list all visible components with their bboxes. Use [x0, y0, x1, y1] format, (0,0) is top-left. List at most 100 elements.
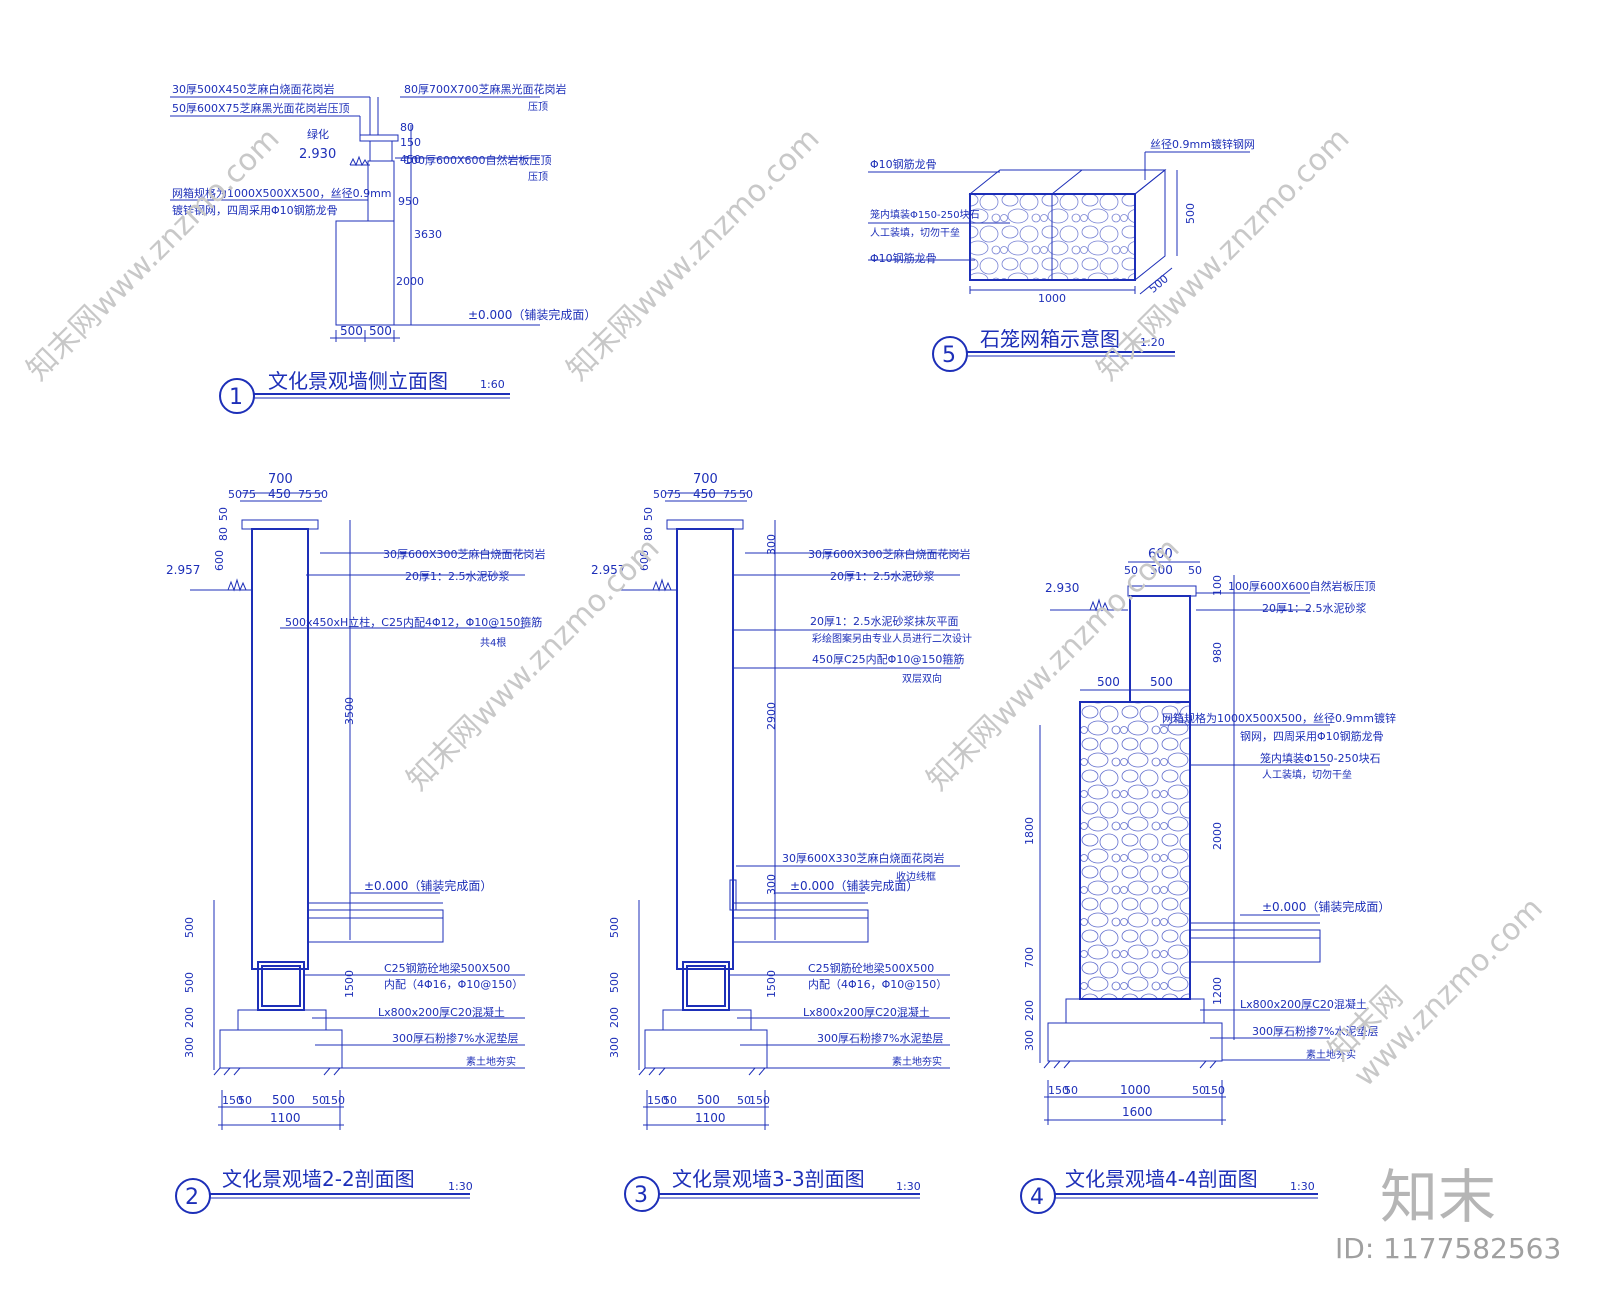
d2-top-dim-4: 75 — [298, 488, 312, 501]
d1-cap — [359, 134, 399, 142]
d4-top-dim-3: 50 — [1188, 564, 1202, 577]
d5-dim-height: 500 — [1184, 203, 1197, 224]
d4-note-6: Lx800x200厚C20混凝土 — [1240, 997, 1367, 1011]
watermark-id: ID: 1177582563 — [1335, 1232, 1562, 1265]
d3-dim-v0: 50 — [642, 507, 655, 521]
d2-note-3: 共4根 — [480, 636, 506, 649]
d5-dim-length: 1000 — [1038, 292, 1066, 305]
d1-level: 2.930 — [299, 147, 336, 162]
d2-dim-v0: 50 — [217, 507, 230, 521]
d1-scale: 1:60 — [480, 378, 505, 391]
d5-note-2: 笼内填装Φ150-250块石 — [870, 208, 980, 221]
d1-number: 1 — [229, 385, 243, 410]
d3-note-10: Lx800x200厚C20混凝土 — [803, 1005, 930, 1019]
d3-dim-h0: 150 — [647, 1094, 668, 1107]
d1-title: 文化景观墙侧立面图 — [268, 369, 448, 393]
d3-note-1: 20厚1：2.5水泥砂浆 — [830, 569, 935, 583]
d5-note-1: Φ10钢筋龙骨 — [870, 157, 937, 171]
d2-top-dim-3: 450 — [268, 487, 291, 501]
d4-note-3: 钢网，四周采用Φ10钢筋龙骨 — [1240, 729, 1384, 743]
d1-dim-h0: 500 — [340, 324, 363, 338]
d2-zero: ±0.000（铺装完成面） — [364, 878, 492, 893]
d2-note-1: 20厚1：2.5水泥砂浆 — [405, 569, 510, 583]
d3-dim-h1: 50 — [663, 1094, 677, 1107]
d3-dim-v10: 300 — [608, 1037, 621, 1058]
d3-concrete-base — [662, 1009, 752, 1031]
d3-top-dim-2: 75 — [667, 488, 681, 501]
d2-top-dim-0: 700 — [268, 472, 293, 487]
d3-number: 3 — [634, 1183, 648, 1208]
d3-dim-v6: 1500 — [765, 970, 778, 998]
d1-column — [369, 140, 393, 162]
d2-dim-h2: 500 — [272, 1093, 295, 1107]
d4-top-dim-0: 600 — [1148, 547, 1173, 562]
d3-note-11: 300厚石粉掺7%水泥垫层 — [817, 1031, 943, 1045]
d4-paving — [1189, 929, 1321, 939]
d1-dim-v4: 3630 — [414, 228, 442, 241]
d4-dim-v6: 200 — [1023, 1000, 1036, 1021]
d1-note-4: 镀锌钢网，四周采用Φ10钢筋龙骨 — [172, 203, 338, 217]
d3-paving — [732, 909, 869, 919]
d3-note-3: 彩绘图案另由专业人员进行二次设计 — [812, 632, 972, 645]
d4-zero: ±0.000（铺装完成面） — [1262, 899, 1390, 914]
d4-number-bubble — [1020, 1178, 1056, 1214]
d3-dim-h3: 50 — [737, 1094, 751, 1107]
d5-title: 石笼网箱示意图 — [980, 327, 1120, 351]
d3-level: 2.957 — [591, 563, 625, 577]
d2-note-5: 内配（4Φ16，Φ10@150） — [384, 977, 523, 991]
d3-top-dim-1: 50 — [653, 488, 667, 501]
d3-note-12: 素土地夯实 — [892, 1055, 942, 1068]
d1-note-0: 30厚500X450芝麻白烧面花岗岩 — [172, 82, 335, 96]
d4-top-dim-2: 500 — [1150, 563, 1173, 577]
d3-top-dim-4: 75 — [723, 488, 737, 501]
d4-dim-v7: 300 — [1023, 1030, 1036, 1051]
d2-number: 2 — [185, 1185, 199, 1210]
d3-dim-h4: 150 — [749, 1094, 770, 1107]
d1-dim-v0: 80 — [400, 121, 414, 134]
d4-dim-v3: 1200 — [1211, 977, 1224, 1005]
d2-dim-v5: 500 — [183, 917, 196, 938]
d4-note-7: 300厚石粉掺7%水泥垫层 — [1252, 1024, 1378, 1038]
d2-note-0: 30厚600X300芝麻白烧面花岗岩 — [383, 547, 546, 561]
d1-note-r2: 100厚600X600自然岩板压顶 — [404, 153, 552, 167]
d4-dim-h0: 150 — [1048, 1084, 1069, 1097]
d2-dim-h4: 150 — [324, 1094, 345, 1107]
d2-dim-v1: 80 — [217, 527, 230, 541]
d1-dim-v1: 150 — [400, 136, 421, 149]
d1-note-2: 绿化 — [307, 127, 329, 141]
d3-dim-v2: 600 — [638, 550, 651, 571]
d2-dim-v2: 600 — [213, 550, 226, 571]
d4-mid-dim-0: 500 — [1097, 675, 1120, 689]
d3-note-4: 450厚C25内配Φ10@150箍筋 — [812, 652, 964, 666]
d4-dim-h2: 1000 — [1120, 1083, 1151, 1097]
d2-stone-layer — [219, 1029, 343, 1069]
d2-note-4: C25钢筋砼地梁500X500 — [384, 961, 510, 975]
d1-note-r3: 压顶 — [528, 171, 548, 183]
d2-dim-v8: 300 — [183, 1037, 196, 1058]
d4-dim-h1: 50 — [1064, 1084, 1078, 1097]
d1-note-r1: 压顶 — [528, 101, 548, 113]
drawing-5-gabion-diagram: 丝径0.9mm镀锌钢网 Φ10钢筋龙骨 笼内填装Φ150-250块石 人工装填，… — [868, 137, 1255, 372]
d4-note-5: 人工装填，切勿干垒 — [1262, 768, 1352, 781]
d3-dim-h2: 500 — [697, 1093, 720, 1107]
d3-dim-v8: 500 — [608, 972, 621, 993]
d2-dim-v3: 3500 — [343, 697, 356, 725]
d4-dim-h3: 50 — [1192, 1084, 1206, 1097]
d1-zero: ±0.000（铺装完成面） — [468, 307, 596, 322]
d1-dim-v5: 2000 — [396, 275, 424, 288]
d4-note-1: 20厚1：2.5水泥砂浆 — [1262, 601, 1367, 615]
d4-note-4: 笼内填装Φ150-250块石 — [1260, 751, 1381, 765]
d3-dim-v9: 200 — [608, 1007, 621, 1028]
d3-note-6: 30厚600X330芝麻白烧面花岗岩 — [782, 851, 945, 865]
d5-scale: 1:20 — [1140, 336, 1165, 349]
d2-paving — [307, 909, 444, 919]
drawing-4-section: 600 50 500 50 100厚600X600自然岩板压顶 20厚1：2.5… — [1020, 547, 1396, 1214]
d3-note-2: 20厚1：2.5水泥砂浆抹灰平面 — [810, 614, 959, 628]
d4-title: 文化景观墙4-4剖面图 — [1065, 1167, 1258, 1191]
d2-dim-v6: 500 — [183, 972, 196, 993]
d1-dim-v3: 950 — [398, 195, 419, 208]
d3-note-7: 收边线框 — [896, 870, 936, 883]
d2-dim-v4: 1500 — [343, 970, 356, 998]
d2-title: 文化景观墙2-2剖面图 — [222, 1167, 415, 1191]
